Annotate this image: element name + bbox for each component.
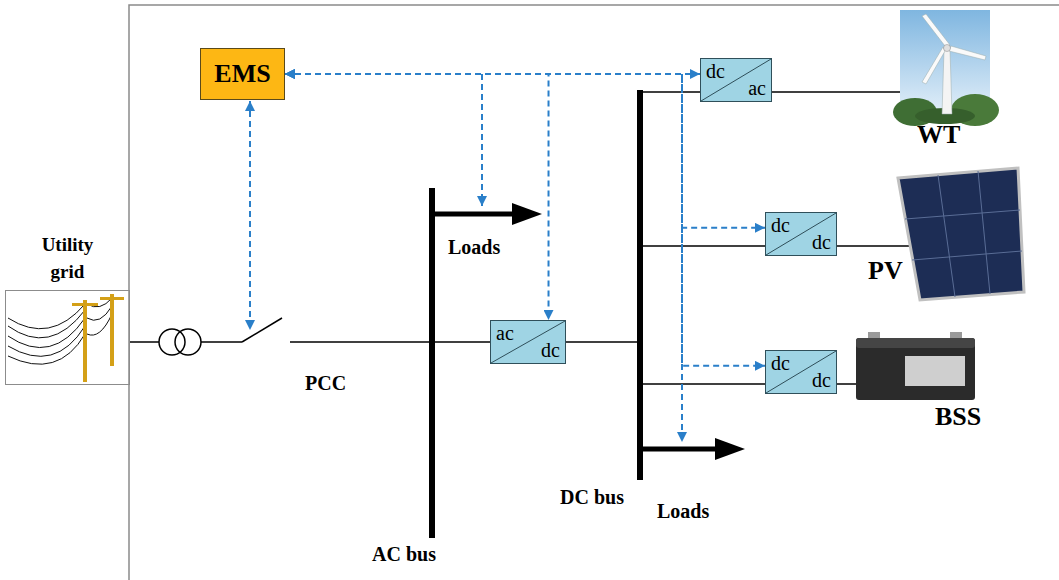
power-line bbox=[643, 91, 700, 93]
panel-grid bbox=[905, 210, 1020, 219]
component-label: PV bbox=[868, 256, 903, 286]
wire bbox=[87, 314, 112, 335]
ac-bus-bar bbox=[429, 188, 435, 538]
panel-grid bbox=[912, 251, 1022, 260]
power-line bbox=[130, 341, 159, 343]
converter-box: dc dc bbox=[765, 212, 837, 256]
wire bbox=[87, 306, 112, 320]
control-signal-line bbox=[249, 101, 251, 330]
dc-bus-bar bbox=[637, 90, 643, 480]
ems-box: EMS bbox=[200, 48, 285, 100]
control-signal-line bbox=[481, 74, 483, 206]
grid-heading: Utility grid bbox=[28, 231, 108, 285]
power-line bbox=[643, 245, 765, 247]
load-arrowhead bbox=[715, 438, 745, 460]
control-signal-connector bbox=[285, 74, 765, 366]
component-label: WT bbox=[917, 120, 960, 150]
converter-box: ac dc bbox=[490, 320, 566, 364]
power-line bbox=[837, 383, 856, 385]
panel-grid bbox=[978, 171, 990, 294]
turbine-tower bbox=[942, 50, 952, 114]
wind-turbine-picture bbox=[893, 10, 999, 126]
power-line bbox=[435, 341, 490, 343]
power-line bbox=[290, 341, 432, 343]
converter-type-text: dc bbox=[541, 340, 560, 360]
control-signal-connector bbox=[285, 74, 765, 228]
converter-type-text: dc bbox=[706, 61, 725, 81]
converter-type-text: dc bbox=[812, 232, 831, 252]
power-line bbox=[566, 341, 637, 343]
converter-diagonal-line bbox=[766, 351, 836, 393]
converter-type-text: dc bbox=[771, 353, 790, 373]
switch-symbol bbox=[242, 318, 282, 342]
solar-panel bbox=[898, 168, 1024, 300]
pcc-label: PCC bbox=[305, 372, 346, 395]
battery-lid bbox=[856, 338, 975, 348]
converter-diagonal-line bbox=[491, 321, 565, 363]
bus-label: AC bus bbox=[372, 543, 436, 566]
transformer-symbol bbox=[175, 329, 201, 355]
power-line bbox=[201, 341, 242, 343]
power-line-picture bbox=[8, 294, 124, 382]
wire bbox=[8, 334, 85, 364]
load-arrow bbox=[435, 212, 515, 217]
turbine-blade bbox=[922, 47, 945, 84]
wire bbox=[8, 304, 85, 329]
converter-type-text: ac bbox=[496, 323, 514, 343]
solar-panel-picture bbox=[898, 168, 1024, 300]
bus-label: DC bus bbox=[560, 486, 624, 509]
load-arrowhead bbox=[512, 203, 542, 225]
wire bbox=[8, 318, 85, 348]
panel-grid bbox=[938, 175, 955, 297]
converter-box: dc ac bbox=[700, 58, 772, 102]
box-title: EMS bbox=[214, 60, 270, 89]
component-label: BSS bbox=[935, 402, 981, 432]
transformer-symbol bbox=[159, 329, 185, 355]
battery-sticker bbox=[905, 356, 965, 386]
utility-pole bbox=[83, 300, 87, 382]
wire bbox=[8, 326, 85, 356]
load-label: Loads bbox=[448, 236, 500, 259]
system-frame bbox=[129, 5, 1059, 580]
converter-type-text: dc bbox=[812, 370, 831, 390]
battery-picture bbox=[856, 332, 975, 400]
pole-crossbar bbox=[100, 297, 124, 300]
control-signal-connector bbox=[285, 74, 549, 320]
turbine-blade bbox=[949, 46, 986, 60]
converter-diagonal-line bbox=[766, 213, 836, 255]
converter-type-text: ac bbox=[748, 78, 766, 98]
load-arrow bbox=[643, 447, 718, 452]
converter-diagonal-line bbox=[701, 59, 771, 101]
power-line bbox=[772, 91, 900, 93]
turbine-blade bbox=[922, 14, 950, 46]
power-line bbox=[837, 245, 909, 247]
wire bbox=[8, 310, 85, 338]
battery-body bbox=[856, 338, 975, 400]
utility-grid-box: Utility grid bbox=[5, 290, 130, 385]
converter-box: dc dc bbox=[765, 350, 837, 394]
pole-crossbar bbox=[72, 303, 98, 306]
converter-type-text: dc bbox=[771, 215, 790, 235]
turbine-hub bbox=[944, 45, 951, 52]
power-line bbox=[643, 383, 765, 385]
utility-pole bbox=[110, 294, 114, 366]
load-label: Loads bbox=[657, 500, 709, 523]
